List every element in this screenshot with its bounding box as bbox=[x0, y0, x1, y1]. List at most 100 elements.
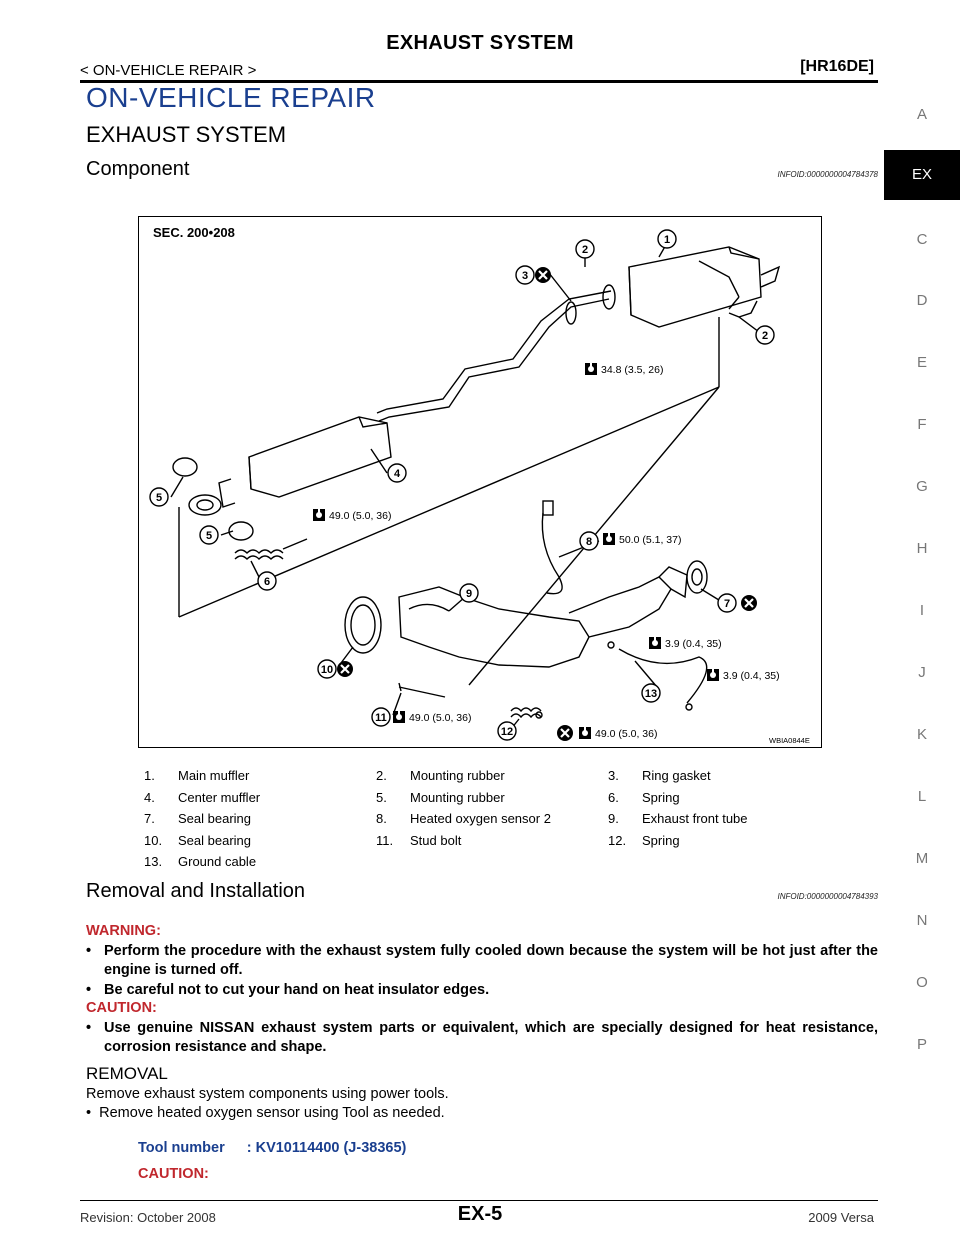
side-index-l[interactable]: L bbox=[917, 788, 927, 805]
callout-2a: 2 bbox=[575, 239, 595, 259]
torque-wrench-icon bbox=[707, 669, 719, 681]
side-index-f[interactable]: F bbox=[917, 416, 927, 433]
callout-8: 8 bbox=[579, 531, 599, 551]
bullet-icon: • bbox=[86, 943, 92, 959]
side-index-i[interactable]: I bbox=[919, 602, 925, 619]
svg-text:11: 11 bbox=[375, 712, 387, 724]
torque-wrench-icon bbox=[393, 711, 405, 723]
tool-value: : KV10114400 (J-38365) bbox=[246, 1140, 407, 1156]
diagram-code: WBIA0844E bbox=[769, 736, 810, 745]
footer-rule bbox=[80, 1200, 878, 1201]
callout-4: 4 bbox=[387, 463, 407, 483]
component-heading: Component bbox=[86, 158, 190, 180]
page-number: EX-5 bbox=[457, 1203, 503, 1225]
caution-label: CAUTION: bbox=[86, 1000, 157, 1016]
table-row: 10.Seal bearing 11.Stud bolt 12.Spring bbox=[144, 832, 680, 848]
torque-spec-3: 50.0 (5.1, 37) bbox=[619, 534, 681, 546]
callout-5b: 5 bbox=[199, 525, 219, 545]
svg-text:7: 7 bbox=[724, 598, 730, 610]
removal-infoid: INFOID:0000000004784393 bbox=[777, 892, 878, 901]
tool-label: Tool number bbox=[138, 1140, 225, 1156]
callout-9: 9 bbox=[459, 583, 479, 603]
callout-1: 1 bbox=[657, 229, 677, 249]
svg-text:13: 13 bbox=[645, 688, 657, 700]
header-rule bbox=[80, 80, 878, 83]
callout-6: 6 bbox=[257, 571, 277, 591]
subsection-title: EXHAUST SYSTEM bbox=[86, 122, 287, 147]
side-index-p[interactable]: P bbox=[916, 1036, 927, 1053]
svg-text:1: 1 bbox=[664, 234, 670, 246]
side-index-c[interactable]: C bbox=[916, 231, 928, 248]
svg-text:2: 2 bbox=[762, 330, 768, 342]
parts-legend: 1.Main muffler 2.Mounting rubber 3.Ring … bbox=[138, 765, 834, 873]
table-row: 13.Ground cable bbox=[144, 854, 257, 870]
page-header-title: EXHAUST SYSTEM bbox=[386, 32, 574, 54]
callout-13: 13 bbox=[641, 683, 661, 703]
svg-text:5: 5 bbox=[206, 530, 212, 542]
engine-code: [HR16DE] bbox=[800, 58, 874, 75]
torque-spec-1: 34.8 (3.5, 26) bbox=[601, 364, 663, 376]
svg-text:6: 6 bbox=[264, 576, 270, 588]
table-row: 4.Center muffler 5.Mounting rubber 6.Spr… bbox=[144, 789, 680, 805]
torque-spec-4: 3.9 (0.4, 35) bbox=[665, 638, 722, 650]
caution-label-2: CAUTION: bbox=[138, 1166, 209, 1182]
callout-10: 10 bbox=[317, 659, 337, 679]
side-index-n[interactable]: N bbox=[916, 912, 928, 929]
not-reusable-icon bbox=[533, 265, 553, 285]
side-index-e[interactable]: E bbox=[916, 354, 927, 371]
side-index-k[interactable]: K bbox=[916, 726, 927, 743]
svg-text:8: 8 bbox=[586, 536, 592, 548]
section-title: ON-VEHICLE REPAIR bbox=[86, 82, 376, 113]
bullet-icon: • bbox=[86, 1105, 100, 1121]
footer-revision: Revision: October 2008 bbox=[80, 1210, 216, 1225]
side-index-o[interactable]: O bbox=[916, 974, 928, 991]
svg-text:2: 2 bbox=[582, 244, 588, 256]
callout-2b: 2 bbox=[755, 325, 775, 345]
sec-label: SEC. 200•208 bbox=[153, 225, 235, 240]
side-index-d[interactable]: D bbox=[916, 292, 928, 309]
callout-5a: 5 bbox=[149, 487, 169, 507]
side-index-h[interactable]: H bbox=[916, 540, 928, 557]
side-index-a[interactable]: A bbox=[916, 106, 927, 123]
bullet-icon: • bbox=[86, 1020, 92, 1036]
callout-7: 7 bbox=[717, 593, 737, 613]
table-row: 7.Seal bearing 8.Heated oxygen sensor 2 … bbox=[144, 811, 748, 827]
warning-label: WARNING: bbox=[86, 923, 161, 939]
svg-text:5: 5 bbox=[156, 492, 162, 504]
torque-spec-2: 49.0 (5.0, 36) bbox=[329, 510, 391, 522]
callout-12: 12 bbox=[497, 721, 517, 741]
table-row: 1.Main muffler 2.Mounting rubber 3.Ring … bbox=[144, 768, 711, 784]
not-reusable-icon bbox=[739, 593, 759, 613]
torque-wrench-icon bbox=[603, 533, 615, 545]
removal-heading: Removal and Installation bbox=[86, 880, 306, 902]
removal-bullet: • Remove heated oxygen sensor using Tool… bbox=[86, 1105, 445, 1121]
callout-11: 11 bbox=[371, 707, 391, 727]
exhaust-diagram: SEC. 200•208 1 2 2 3 4 5 5 6 7 8 9 10 11… bbox=[138, 216, 822, 748]
footer-model: 2009 Versa bbox=[808, 1210, 874, 1225]
torque-spec-7: 49.0 (5.0, 36) bbox=[595, 728, 657, 740]
exhaust-diagram-svg: SEC. 200•208 1 2 2 3 4 5 5 6 7 8 9 10 11… bbox=[149, 225, 810, 745]
side-index-m[interactable]: M bbox=[915, 850, 929, 867]
warning-item: • Be careful not to cut your hand on hea… bbox=[86, 982, 490, 998]
component-infoid: INFOID:0000000004784378 bbox=[777, 170, 878, 179]
caution-item: • Use genuine NISSAN exhaust system part… bbox=[86, 1020, 878, 1055]
warning-item: • Perform the procedure with the exhaust… bbox=[86, 943, 878, 978]
torque-wrench-icon bbox=[585, 363, 597, 375]
side-index-ex[interactable]: EX bbox=[884, 150, 960, 200]
callout-3: 3 bbox=[515, 265, 535, 285]
breadcrumb: < ON-VEHICLE REPAIR > bbox=[80, 62, 257, 79]
svg-text:10: 10 bbox=[321, 664, 333, 676]
not-reusable-icon bbox=[335, 659, 355, 679]
svg-text:3: 3 bbox=[522, 270, 528, 282]
removal-subheading: REMOVAL bbox=[86, 1064, 168, 1083]
torque-wrench-icon bbox=[313, 509, 325, 521]
removal-text: Remove exhaust system components using p… bbox=[86, 1086, 449, 1102]
side-index-g[interactable]: G bbox=[916, 478, 928, 495]
bullet-icon: • bbox=[86, 982, 92, 998]
torque-wrench-icon bbox=[579, 727, 591, 739]
svg-text:9: 9 bbox=[466, 588, 472, 600]
torque-wrench-icon bbox=[649, 637, 661, 649]
torque-spec-5: 3.9 (0.4, 35) bbox=[723, 670, 780, 682]
not-reusable-icon bbox=[555, 723, 575, 743]
side-index-j[interactable]: J bbox=[918, 664, 926, 681]
